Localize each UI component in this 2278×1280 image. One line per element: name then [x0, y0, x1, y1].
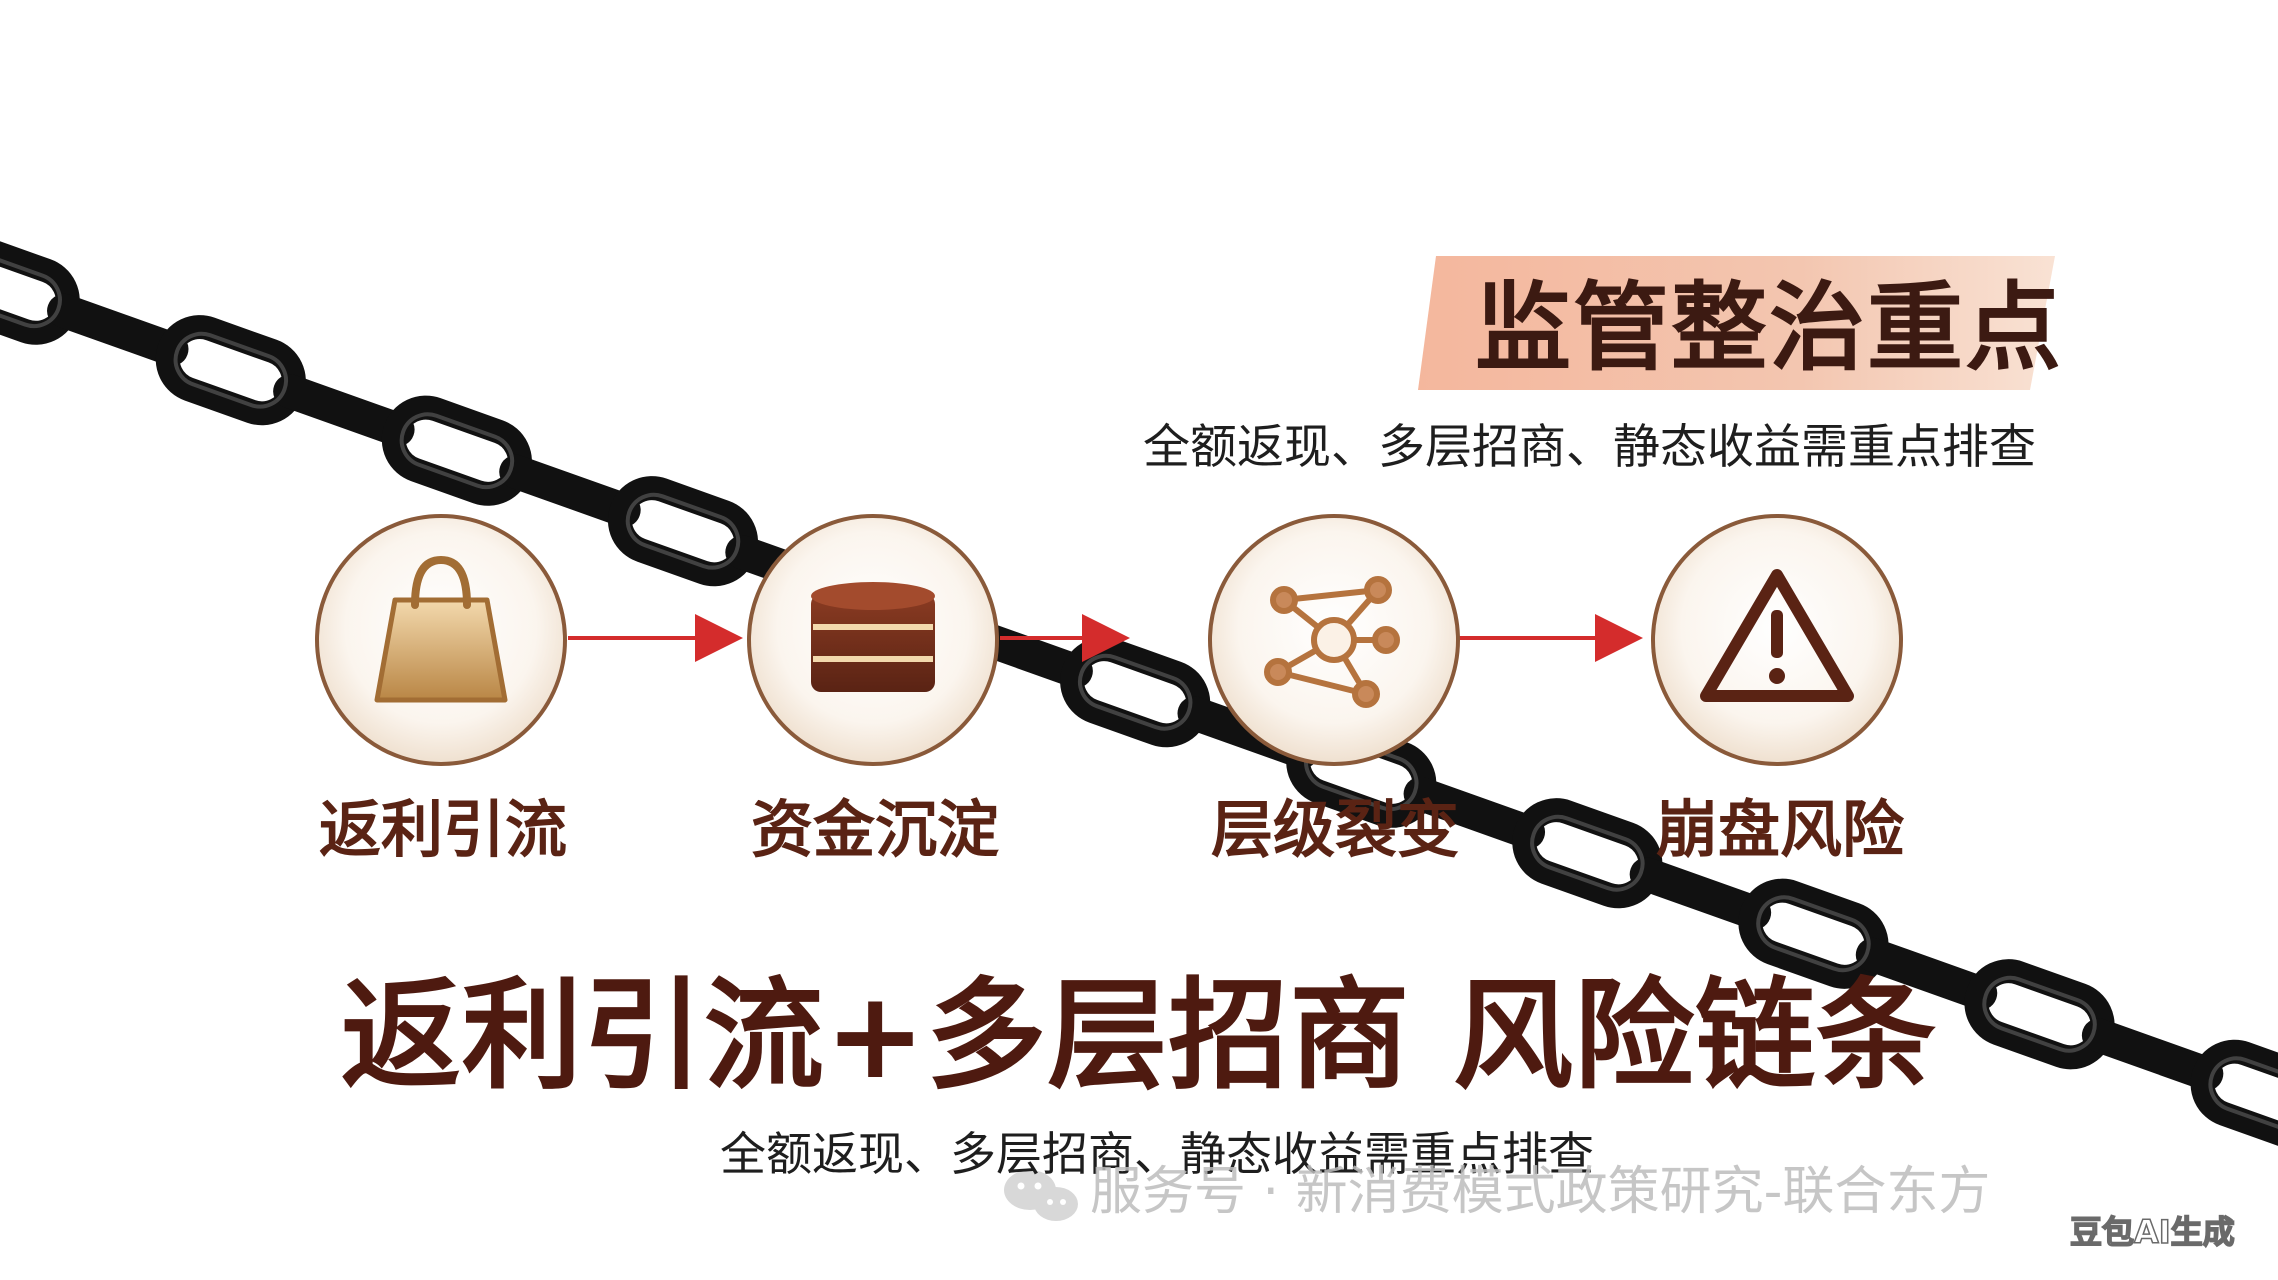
shopping-bag-icon [374, 555, 508, 703]
network-icon [1264, 576, 1400, 708]
step-label-collapse-risk: 崩盘风险 [1655, 793, 1904, 866]
step-circle [315, 514, 567, 766]
step-label-level-fission: 层级裂变 [1210, 793, 1459, 866]
main-subtitle: 全额返现、多层招商、静态收益需重点排查 [720, 1127, 1594, 1181]
warning-icon [1700, 569, 1854, 702]
step-circle [1208, 514, 1460, 766]
step-circle [1651, 514, 1903, 766]
section-tag-title: 监管整治重点 [1475, 272, 2063, 384]
wechat-icon [1004, 1170, 1078, 1221]
section-tag-subtitle: 全额返现、多层招商、静态收益需重点排查 [1143, 420, 2036, 475]
ai-generated-badge: 豆包AI生成 [2069, 1212, 2235, 1252]
watermark-text: 服务号 · 新消费模式政策研究-联合东方 [1090, 1162, 1991, 1222]
tag-background [1418, 256, 2055, 390]
coin-stack-icon [811, 582, 935, 692]
step-circle [747, 514, 999, 766]
step-label-fund-deposit: 资金沉淀 [750, 793, 999, 866]
step-label-rebate-traffic: 返利引流 [318, 793, 567, 866]
main-title: 返利引流+多层招商 风险链条 [340, 967, 1938, 1106]
